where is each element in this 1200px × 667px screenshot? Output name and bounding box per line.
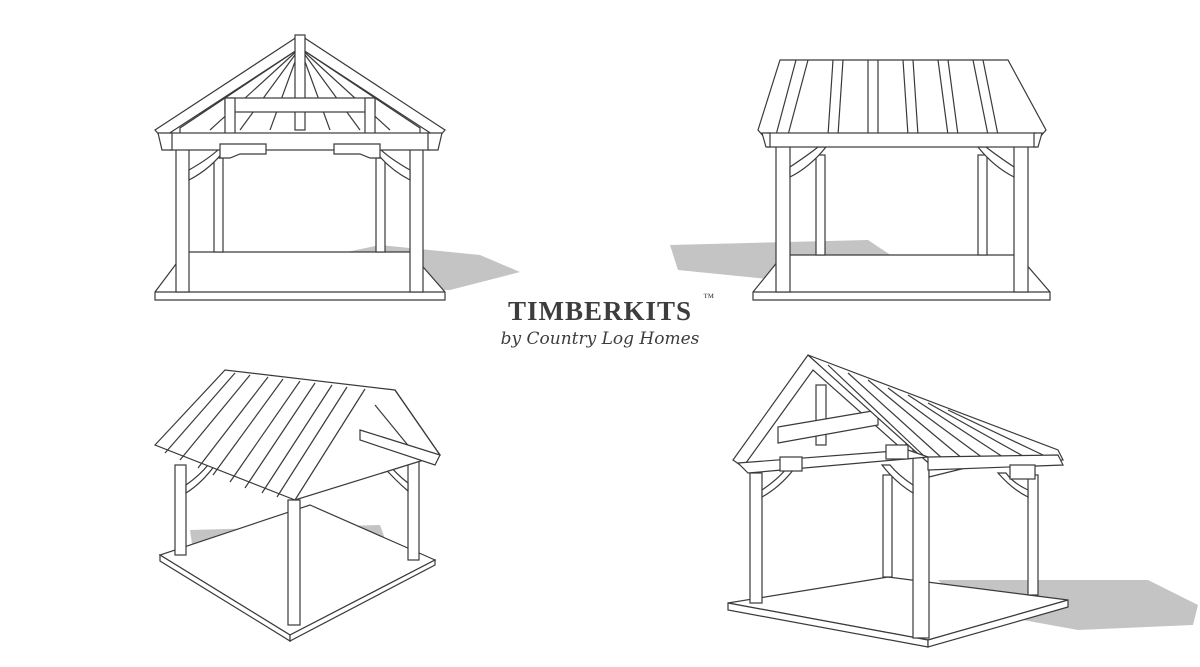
brand-tagline: by Country Log Homes xyxy=(500,329,700,349)
pavilion-top-corner-drawing xyxy=(153,369,441,643)
trademark-symbol: ™ xyxy=(703,292,715,304)
pavilion-rear-drawing xyxy=(670,59,1051,301)
pavilion-rear-view xyxy=(668,55,1058,305)
pavilion-top-corner-view xyxy=(150,365,450,645)
pavilion-front-view xyxy=(150,30,530,310)
pavilion-corner-perspective-drawing xyxy=(727,354,1198,648)
pavilion-front-drawing xyxy=(154,34,520,301)
pavilion-corner-perspective-view xyxy=(727,354,1198,655)
